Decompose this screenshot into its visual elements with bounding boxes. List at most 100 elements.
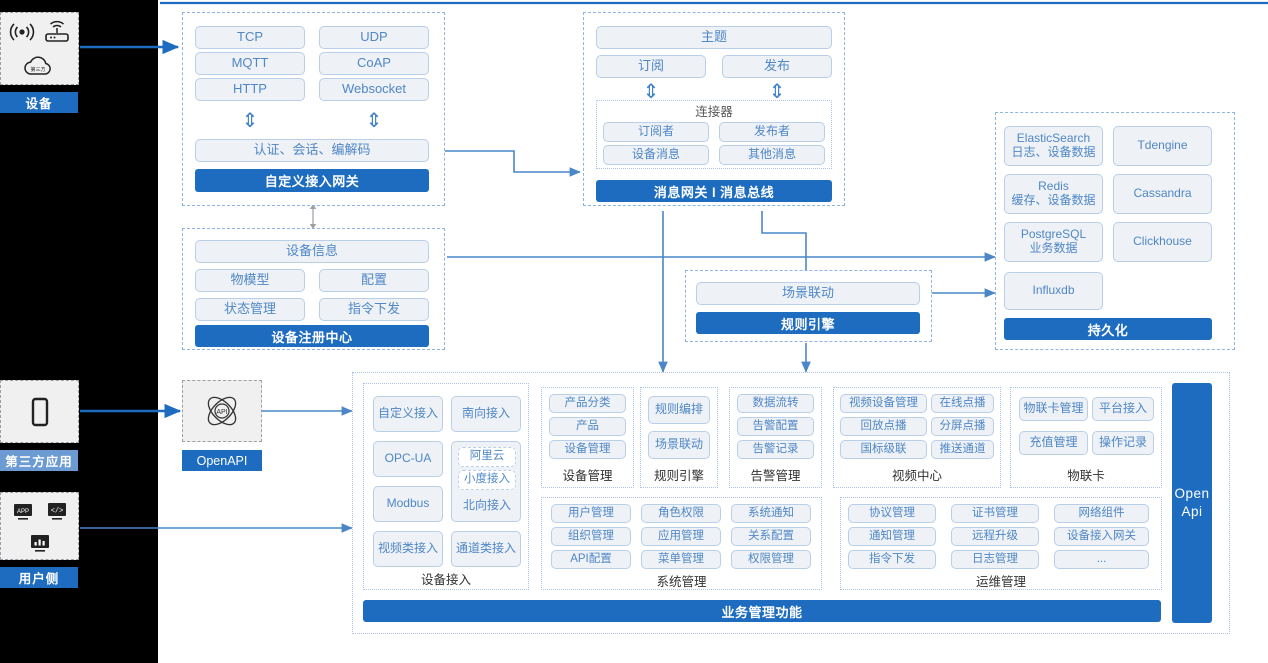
ops-device-gateway[interactable]: 设备接入网关	[1054, 527, 1149, 546]
storage-clickhouse[interactable]: Clickhouse	[1113, 222, 1212, 262]
protocol-tcp[interactable]: TCP	[195, 26, 305, 49]
registry-cmd-dispatch[interactable]: 指令下发	[319, 298, 429, 321]
code-window-icon: </>	[47, 502, 66, 520]
iotcard-platform[interactable]: 平台接入	[1092, 397, 1154, 421]
sys-perm-mgmt[interactable]: 权限管理	[731, 550, 811, 569]
iotcard-mgmt[interactable]: 物联卡管理	[1019, 397, 1088, 421]
ops-log-mgmt[interactable]: 日志管理	[951, 550, 1039, 569]
group-device-access-caption: 设备接入	[420, 572, 471, 587]
access-custom[interactable]: 自定义接入	[373, 396, 443, 432]
message-banner[interactable]: 消息网关 l 消息总线	[596, 180, 832, 202]
business-banner[interactable]: 业务管理功能	[363, 600, 1161, 622]
video-push-channel[interactable]: 推送通道	[931, 440, 994, 459]
rule-banner[interactable]: 规则引擎	[696, 312, 920, 334]
connector-device-msg[interactable]: 设备消息	[603, 145, 709, 165]
protocol-mqtt[interactable]: MQTT	[195, 52, 305, 75]
registry-config[interactable]: 配置	[319, 269, 429, 292]
access-opcua[interactable]: OPC-UA	[373, 441, 443, 477]
sys-app-mgmt[interactable]: 应用管理	[641, 527, 721, 546]
user-side-icon-box: APP </>	[0, 492, 79, 560]
group-system-mgmt-caption: 系统管理	[656, 574, 707, 589]
protocol-coap[interactable]: CoAP	[319, 52, 429, 75]
connector-other-msg[interactable]: 其他消息	[719, 145, 825, 165]
access-southbound[interactable]: 南向接入	[451, 396, 521, 432]
message-publish[interactable]: 发布	[722, 55, 832, 78]
ops-notify-mgmt[interactable]: 通知管理	[848, 527, 936, 546]
actor-third-party-label: 第三方应用	[0, 450, 78, 471]
access-modbus[interactable]: Modbus	[373, 486, 443, 522]
sys-org-mgmt[interactable]: 组织管理	[551, 527, 631, 546]
connector-publisher[interactable]: 发布者	[719, 122, 825, 142]
video-device-mgmt[interactable]: 视频设备管理	[840, 394, 927, 413]
wifi-signal-icon	[9, 22, 34, 41]
registry-thing-model[interactable]: 物模型	[195, 269, 305, 292]
protocol-udp[interactable]: UDP	[319, 26, 429, 49]
access-xiaodu[interactable]: 小度接入	[458, 470, 516, 490]
access-channel[interactable]: 通道类接入	[451, 531, 521, 567]
devmgmt-product[interactable]: 产品	[549, 417, 626, 436]
storage-influxdb[interactable]: Influxdb	[1004, 272, 1103, 310]
video-live-stream[interactable]: 在线点播	[931, 394, 994, 413]
storage-tdengine[interactable]: Tdengine	[1113, 126, 1212, 166]
cloud-icon: 第三方	[23, 55, 51, 75]
alarm-record[interactable]: 告警记录	[737, 440, 814, 459]
openapi-block: API OpenAPI	[182, 380, 262, 471]
registry-banner[interactable]: 设备注册中心	[195, 325, 429, 347]
storage-elasticsearch-name: ElasticSearch	[1016, 131, 1091, 146]
group-rule-engine-caption: 规则引擎	[653, 468, 704, 483]
actor-device: 第三方 设备	[0, 12, 79, 113]
sys-relation[interactable]: 关系配置	[731, 527, 811, 546]
rulemgmt-orchestration[interactable]: 规则编排	[648, 396, 710, 424]
registry-state-mgmt[interactable]: 状态管理	[195, 298, 305, 321]
actor-user-side: APP </> 用户侧	[0, 492, 79, 588]
sys-api-config[interactable]: API配置	[551, 550, 631, 569]
sys-user-mgmt[interactable]: 用户管理	[551, 504, 631, 523]
svg-text:第三方: 第三方	[30, 66, 45, 73]
video-split-screen[interactable]: 分屏点播	[931, 417, 994, 436]
devmgmt-product-category[interactable]: 产品分类	[549, 394, 626, 413]
openapi-badge[interactable]: OpenAPI	[182, 450, 262, 471]
message-topic[interactable]: 主题	[596, 26, 832, 49]
storage-cassandra[interactable]: Cassandra	[1113, 174, 1212, 214]
alarm-config[interactable]: 告警配置	[737, 417, 814, 436]
video-gb-cascade[interactable]: 国标级联	[840, 440, 927, 459]
iotcard-oplog[interactable]: 操作记录	[1092, 431, 1154, 455]
sys-role-perm[interactable]: 角色权限	[641, 504, 721, 523]
actor-third-party: 第三方应用	[0, 380, 79, 471]
sys-menu-mgmt[interactable]: 菜单管理	[641, 550, 721, 569]
iotcard-recharge[interactable]: 充值管理	[1019, 431, 1088, 455]
connector-title: 连接器	[695, 105, 733, 119]
ops-cmd-dispatch[interactable]: 指令下发	[848, 550, 936, 569]
app-store-icon: APP	[13, 503, 32, 520]
rulemgmt-scene-linkage[interactable]: 场景联动	[648, 431, 710, 459]
alarm-data-flow[interactable]: 数据流转	[737, 394, 814, 413]
ops-remote-upgrade[interactable]: 远程升级	[951, 527, 1039, 546]
video-playback[interactable]: 回放点播	[840, 417, 927, 436]
devmgmt-device-mgmt[interactable]: 设备管理	[549, 440, 626, 459]
ops-more[interactable]: ...	[1054, 550, 1149, 569]
protocol-websocket[interactable]: Websocket	[319, 78, 429, 101]
access-aliyun[interactable]: 阿里云	[458, 447, 516, 467]
ops-cert-mgmt[interactable]: 证书管理	[951, 504, 1039, 523]
rule-scene-linkage[interactable]: 场景联动	[696, 282, 920, 305]
connector-subscriber[interactable]: 订阅者	[603, 122, 709, 142]
access-northbound-label: 北向接入	[462, 498, 511, 513]
message-subscribe[interactable]: 订阅	[596, 55, 706, 78]
device-icon-box: 第三方	[0, 12, 79, 85]
gateway-auth-session-codec[interactable]: 认证、会话、编解码	[195, 139, 429, 162]
ops-protocol-mgmt[interactable]: 协议管理	[848, 504, 936, 523]
group-device-mgmt-caption: 设备管理	[562, 468, 613, 483]
ops-network-comp[interactable]: 网络组件	[1054, 504, 1149, 523]
protocol-http[interactable]: HTTP	[195, 78, 305, 101]
registry-device-info[interactable]: 设备信息	[195, 240, 429, 263]
access-video[interactable]: 视频类接入	[373, 531, 443, 567]
sys-notify[interactable]: 系统通知	[731, 504, 811, 523]
persistence-banner[interactable]: 持久化	[1004, 318, 1212, 340]
svg-text:APP: APP	[16, 509, 28, 515]
open-api-side-bar[interactable]: Open Api	[1172, 383, 1212, 623]
gateway-banner[interactable]: 自定义接入网关	[195, 169, 429, 192]
access-northbound-wrapper[interactable]: 阿里云 小度接入 北向接入	[451, 441, 521, 522]
